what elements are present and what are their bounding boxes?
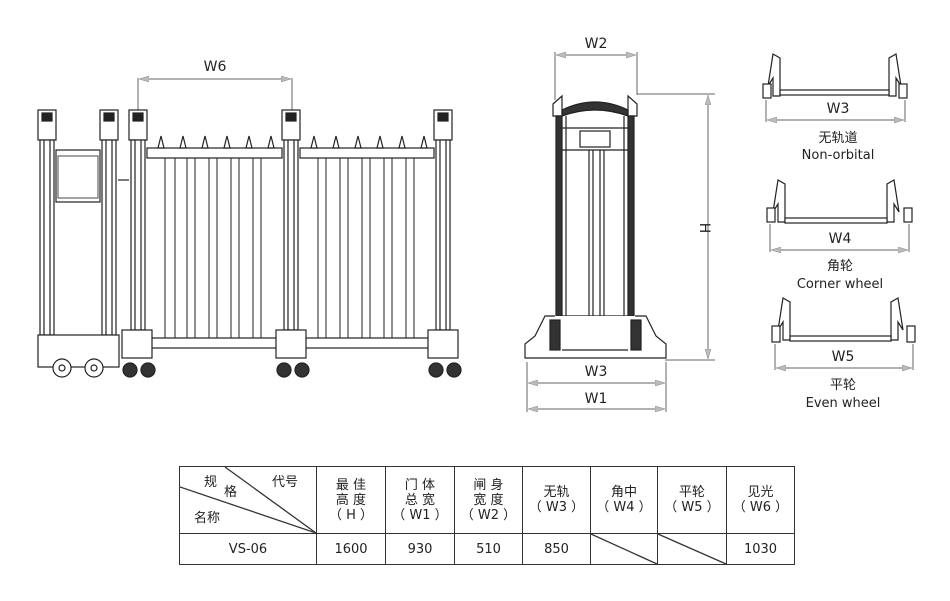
header-w1-line1: 门 体 bbox=[404, 477, 436, 493]
cell-w1: 930 bbox=[385, 533, 455, 565]
corner-bottom-left: 名称 bbox=[194, 511, 221, 526]
header-w2-line1: 闸 身 bbox=[473, 477, 504, 493]
w3-label: W3 bbox=[585, 364, 608, 380]
header-cell-w6: 见光 （ W6 ） bbox=[726, 466, 795, 534]
header-w4-line2: （ W4 ） bbox=[596, 500, 652, 515]
variant-name-cn-non-orbital: 无轨道 bbox=[818, 131, 857, 146]
table-row: VS-06 1600 930 510 850 1030 bbox=[179, 533, 795, 565]
corner-diagonals bbox=[180, 467, 316, 533]
empty-cell-slash bbox=[658, 534, 726, 564]
wheel-variant-even bbox=[771, 297, 916, 370]
w6-dimension bbox=[137, 78, 293, 112]
wheel-variant-non-orbital bbox=[762, 53, 908, 122]
cell-w5-empty bbox=[657, 533, 727, 565]
header-cell-h: 最 佳 高 度 （ H ） bbox=[316, 466, 386, 534]
corner-top-right: 代号 bbox=[272, 475, 299, 490]
header-cell-w3: 无轨 （ W3 ） bbox=[522, 466, 591, 534]
cell-w6: 1030 bbox=[726, 533, 795, 565]
header-w3-line2: （ W3 ） bbox=[528, 500, 585, 515]
header-w5-line1: 平轮 bbox=[678, 485, 705, 500]
header-w1-line2: 总 宽 bbox=[404, 492, 436, 508]
w1-label: W1 bbox=[585, 391, 608, 407]
header-w2-line3: （ W2 ） bbox=[460, 507, 517, 523]
variant-name-en-even: Even wheel bbox=[806, 396, 881, 411]
cell-w3: 850 bbox=[522, 533, 591, 565]
w6-label: W6 bbox=[204, 59, 227, 75]
header-cell-w1: 门 体 总 宽 （ W1 ） bbox=[385, 466, 455, 534]
w2-label: W2 bbox=[585, 36, 608, 52]
variant-name-cn-even: 平轮 bbox=[830, 378, 856, 393]
table-header-row: 规 格 代号 名称 最 佳 高 度 （ H ） 门 体 总 宽 （ W1 ） 闸… bbox=[179, 466, 795, 534]
corner-top-mid: 格 bbox=[224, 485, 238, 500]
header-w6-line1: 见光 bbox=[747, 485, 774, 500]
header-cell-w5: 平轮 （ W5 ） bbox=[657, 466, 727, 534]
corner-top-left: 规 bbox=[204, 475, 218, 490]
spec-table: 规 格 代号 名称 最 佳 高 度 （ H ） 门 体 总 宽 （ W1 ） 闸… bbox=[179, 466, 795, 565]
gate-wheels bbox=[52, 358, 462, 378]
fence-spikes bbox=[157, 135, 428, 149]
wheel-variant-corner bbox=[766, 179, 913, 252]
empty-cell-slash bbox=[591, 534, 657, 564]
header-w1-line3: （ W1 ） bbox=[392, 507, 448, 523]
header-w6-line2: （ W6 ） bbox=[732, 500, 789, 515]
variant-dimension-w4: W4 bbox=[829, 231, 852, 247]
corner-header-cell: 规 格 代号 名称 bbox=[179, 466, 317, 534]
cell-w2: 510 bbox=[454, 533, 523, 565]
fence-bars bbox=[164, 158, 415, 338]
side-view-gate bbox=[524, 52, 715, 412]
header-h-line3: （ H ） bbox=[328, 507, 374, 523]
header-w5-line2: （ W5 ） bbox=[664, 500, 720, 515]
header-w3-line1: 无轨 bbox=[543, 485, 570, 500]
variant-name-cn-corner: 角轮 bbox=[827, 259, 853, 274]
header-h-line2: 高 度 bbox=[335, 492, 367, 508]
cell-w4-empty bbox=[590, 533, 658, 565]
side-dimensions bbox=[526, 52, 715, 412]
header-w2-line2: 宽 度 bbox=[473, 492, 504, 508]
variant-name-en-non-orbital: Non-orbital bbox=[802, 148, 875, 163]
variant-name-en-corner: Corner wheel bbox=[797, 277, 883, 292]
h-label: H bbox=[696, 223, 712, 234]
header-cell-w4: 角中 （ W4 ） bbox=[590, 466, 658, 534]
header-w4-line1: 角中 bbox=[610, 485, 637, 500]
variant-dimension-w3: W3 bbox=[827, 101, 850, 117]
header-h-line1: 最 佳 bbox=[335, 477, 367, 493]
cell-h: 1600 bbox=[316, 533, 386, 565]
cell-model: VS-06 bbox=[179, 533, 317, 565]
variant-dimension-w5: W5 bbox=[832, 349, 855, 365]
gate-posts bbox=[37, 109, 453, 336]
header-cell-w2: 闸 身 宽 度 （ W2 ） bbox=[454, 466, 523, 534]
front-view-gate bbox=[37, 78, 462, 378]
